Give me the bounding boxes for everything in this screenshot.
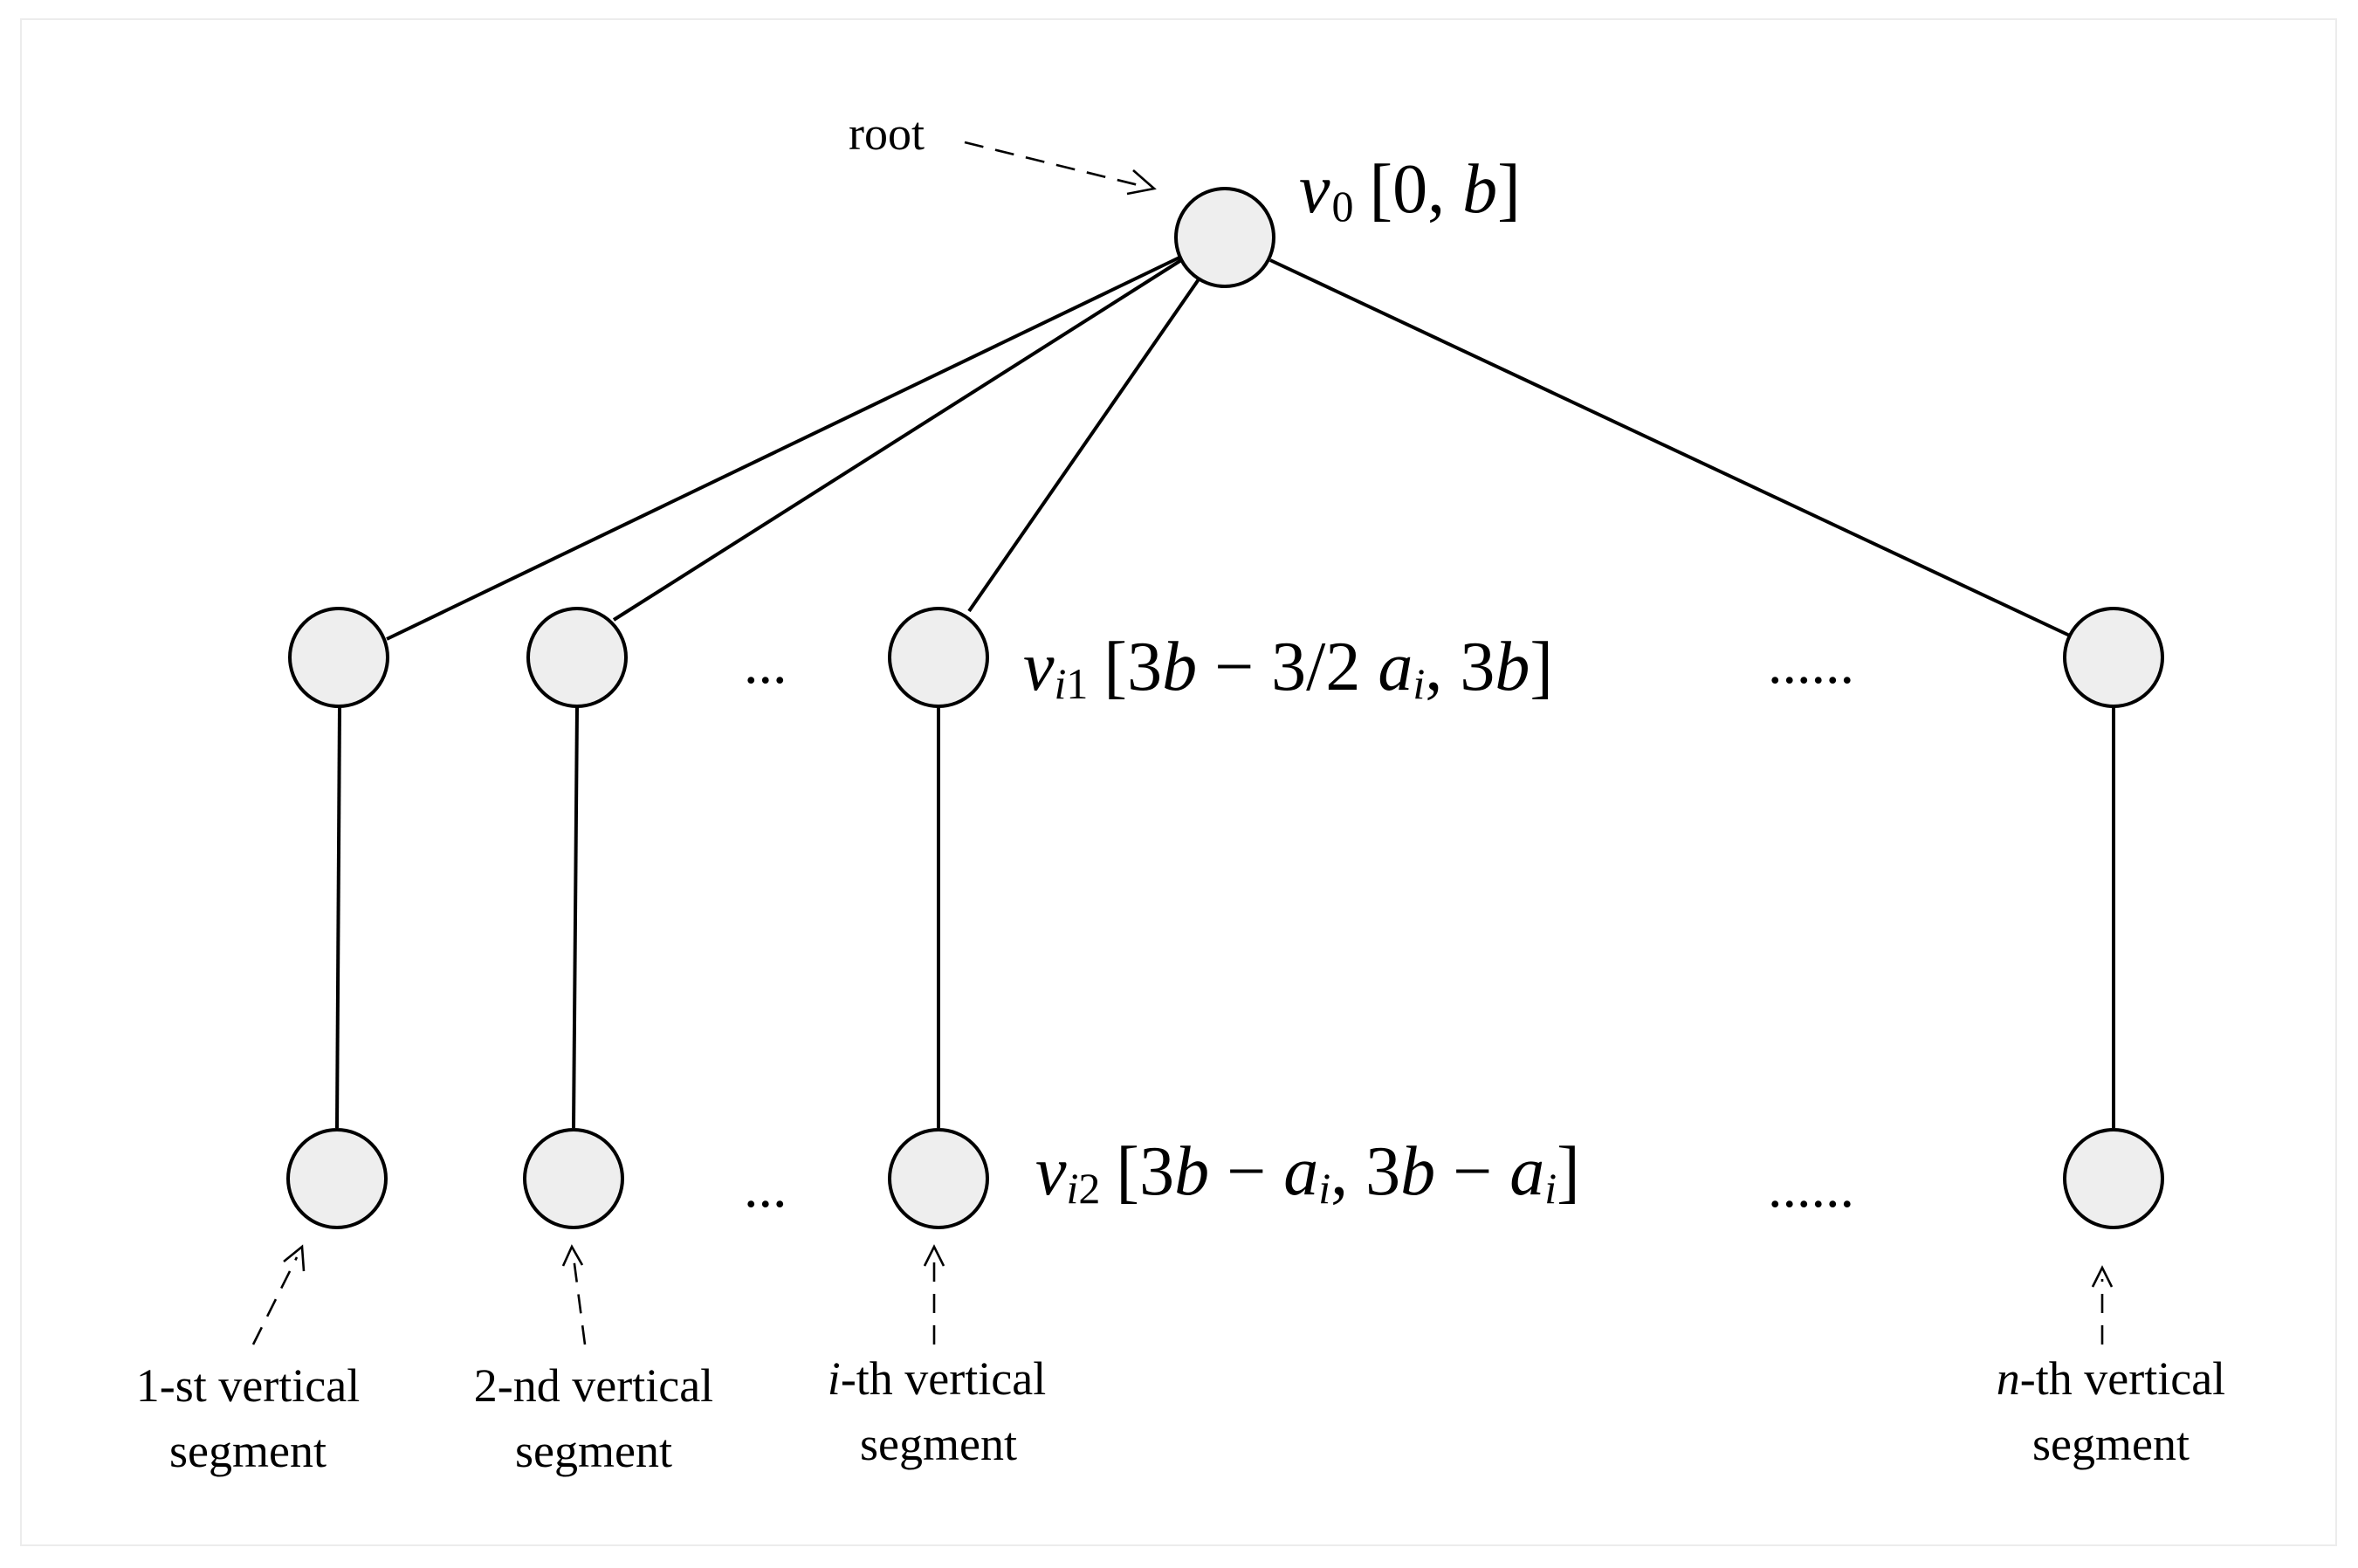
level1-node-1	[288, 607, 389, 708]
segment-n-label-line1: n-th vertical	[1997, 1352, 2225, 1405]
segment-2-arrow-line	[572, 1256, 587, 1345]
segment-2-arrow-head	[561, 1244, 584, 1267]
segment-1-label-line2: segment	[169, 1425, 327, 1477]
figure-frame	[20, 18, 2337, 1546]
level2-node-i-label: vi2[3b − ai, 3b − ai]	[1035, 1133, 1580, 1213]
segment-i-arrow-head	[923, 1244, 945, 1267]
level1-node-i-label: vi1[3b − 3/2 ai, 3b]	[1023, 629, 1553, 708]
level1-node-n	[2063, 607, 2164, 708]
edge-root-to-level1-node-i	[967, 278, 1200, 613]
level2-node-1	[286, 1128, 388, 1229]
segment-2-label-line1: 2-nd vertical	[474, 1359, 713, 1412]
root-label: root	[849, 107, 925, 160]
level2-node-i	[888, 1128, 989, 1229]
segment-i-label-line2: segment	[860, 1418, 1017, 1470]
edge-root-to-level1-node2	[612, 258, 1183, 622]
root-arrow-line	[964, 141, 1146, 189]
edge-level1-node1-to-level2-node1	[335, 706, 341, 1129]
edge-level1-node2-to-level2-node2	[572, 706, 579, 1129]
root-node	[1174, 187, 1275, 288]
level1-node-i	[888, 607, 989, 708]
edge-root-to-level1-node1	[386, 255, 1182, 641]
level1-ellipsis-short: ...	[744, 632, 787, 696]
edge-root-to-level1-node-n	[1269, 258, 2074, 639]
level2-ellipsis-short: ...	[744, 1156, 787, 1220]
segment-2-label-line2: segment	[515, 1425, 672, 1477]
level2-node-n	[2063, 1128, 2164, 1229]
level2-ellipsis-long: ......	[1768, 1156, 1854, 1220]
level2-node-2	[523, 1128, 624, 1229]
segment-1-label-line1: 1-st vertical	[136, 1359, 360, 1412]
level1-ellipsis-long: ......	[1768, 632, 1854, 696]
root-node-label: v0[0, b]	[1299, 151, 1521, 230]
segment-1-arrow-line	[251, 1256, 299, 1345]
segment-n-arrow-head	[2091, 1265, 2114, 1288]
level1-node-2	[526, 607, 628, 708]
root-arrow-head	[1126, 169, 1157, 196]
segment-1-arrow-head	[283, 1244, 306, 1272]
segment-i-label-line1: i-th vertical	[828, 1352, 1046, 1405]
segment-n-label-line2: segment	[2032, 1418, 2190, 1470]
